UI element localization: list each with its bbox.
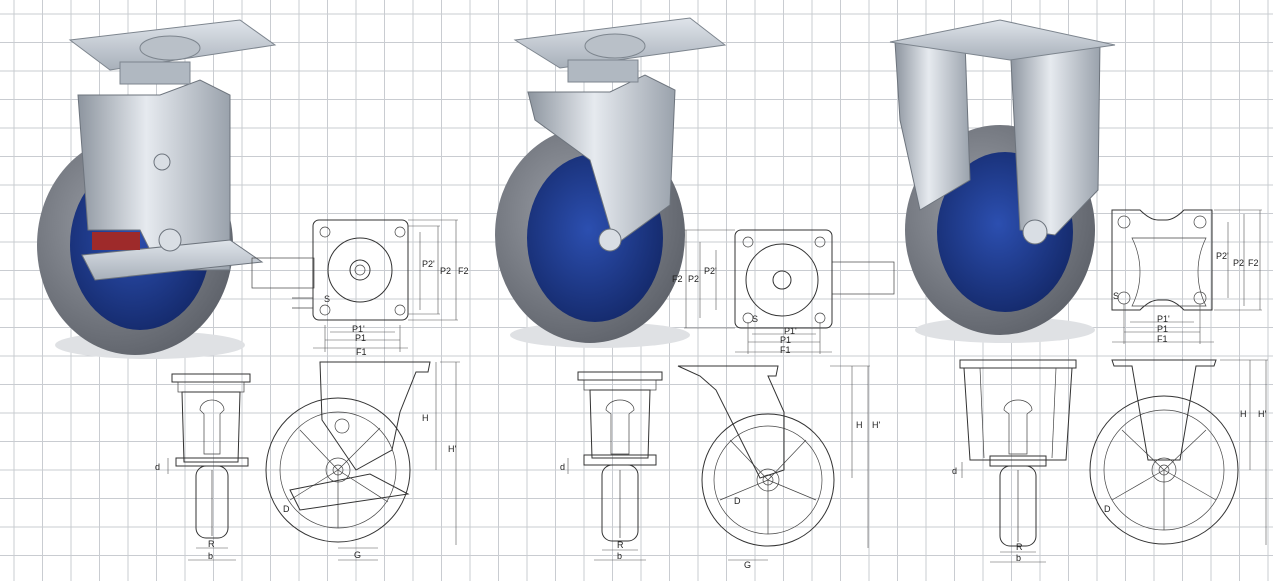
swivel-housing xyxy=(119,61,191,85)
dim-label: D xyxy=(283,504,290,514)
brake-pad xyxy=(92,232,140,250)
dim-label: H xyxy=(856,420,863,430)
dim-label: d xyxy=(952,466,957,476)
top-mount-plate xyxy=(889,19,1116,61)
bolt-hole xyxy=(394,304,406,316)
caster-fork xyxy=(527,74,676,246)
dim-label: b xyxy=(617,551,622,561)
mount-plate-outline xyxy=(1111,209,1213,311)
swivel-bearing xyxy=(584,33,646,59)
dim-label: d xyxy=(155,462,160,472)
brake-bolt xyxy=(153,153,171,171)
dim-label: G xyxy=(354,550,361,560)
dim-label: R xyxy=(208,539,215,549)
dim-label: D xyxy=(734,496,741,506)
side-view-2: H H' D G xyxy=(677,365,880,570)
plan-view-3: P2' P2 F2 S P1' P1 F1 xyxy=(1111,209,1262,344)
bolt-hole xyxy=(319,226,331,238)
dim-label: F2 xyxy=(672,274,683,284)
dim-label: P1' xyxy=(1157,314,1170,324)
dim-label: S xyxy=(324,294,330,304)
dim-label: P1 xyxy=(1157,324,1168,334)
swivel-housing xyxy=(567,59,639,83)
dim-label: R xyxy=(1016,542,1023,552)
dim-label: P1 xyxy=(355,333,366,343)
bolt-hole xyxy=(319,304,331,316)
caster-fork-left xyxy=(894,41,971,211)
dim-label: b xyxy=(1016,553,1021,563)
dim-label: P2' xyxy=(422,259,435,269)
swivel-bearing xyxy=(139,35,201,61)
dim-label: R xyxy=(617,540,624,550)
plan-view-2: F2 P2 P2' S P1' P1 F1 xyxy=(672,229,895,355)
dim-label: b xyxy=(208,551,213,561)
dim-label: P1' xyxy=(784,326,797,336)
axle-nut xyxy=(158,228,182,252)
caster-photo-fixed xyxy=(889,19,1116,343)
plan-view-1: P2' P2 F2 P1' P1 F1 S xyxy=(251,219,469,357)
brake-pedal xyxy=(81,239,264,281)
dim-label: P2' xyxy=(1216,251,1229,261)
dim-label: F2 xyxy=(1248,258,1259,268)
front-view-2: d R b xyxy=(560,371,663,561)
axle-nut xyxy=(598,228,622,252)
dim-label: H' xyxy=(872,420,880,430)
bolt-hole xyxy=(394,226,406,238)
caster-photo-swivel xyxy=(495,17,727,348)
dim-label: d xyxy=(560,462,565,472)
dim-label: F2 xyxy=(458,266,469,276)
dim-label: G xyxy=(744,560,751,570)
front-view-3: d R b xyxy=(952,359,1077,563)
dim-label: H' xyxy=(448,444,456,454)
side-view-3: H H' D xyxy=(1089,359,1268,545)
dim-label: P1' xyxy=(352,324,365,334)
dim-label: S xyxy=(1113,291,1119,301)
dim-label: H xyxy=(422,413,429,423)
dim-label: D xyxy=(1104,504,1111,514)
dim-label: S xyxy=(752,314,758,324)
dim-label: F1 xyxy=(780,345,791,355)
dim-label: P2 xyxy=(440,266,451,276)
caster-fork xyxy=(77,79,231,271)
side-view-1: H H' D G xyxy=(265,361,460,561)
dim-label: H' xyxy=(1258,409,1266,419)
mount-plate-outline xyxy=(312,219,409,321)
dim-label: P2' xyxy=(704,266,717,276)
dim-label: P2 xyxy=(688,274,699,284)
dim-label: H xyxy=(1240,409,1247,419)
wheel-outline xyxy=(265,397,411,543)
mount-plate-outline xyxy=(734,229,833,329)
front-view-1: d R b xyxy=(155,373,251,561)
dim-label: P2 xyxy=(1233,258,1244,268)
caster-photo-swivel-brake xyxy=(37,19,277,359)
dim-label: P1 xyxy=(780,335,791,345)
swivel-ring xyxy=(327,237,393,303)
dim-label: F1 xyxy=(1157,334,1168,344)
axle-nut xyxy=(1022,219,1048,245)
dim-label: F1 xyxy=(356,347,367,357)
